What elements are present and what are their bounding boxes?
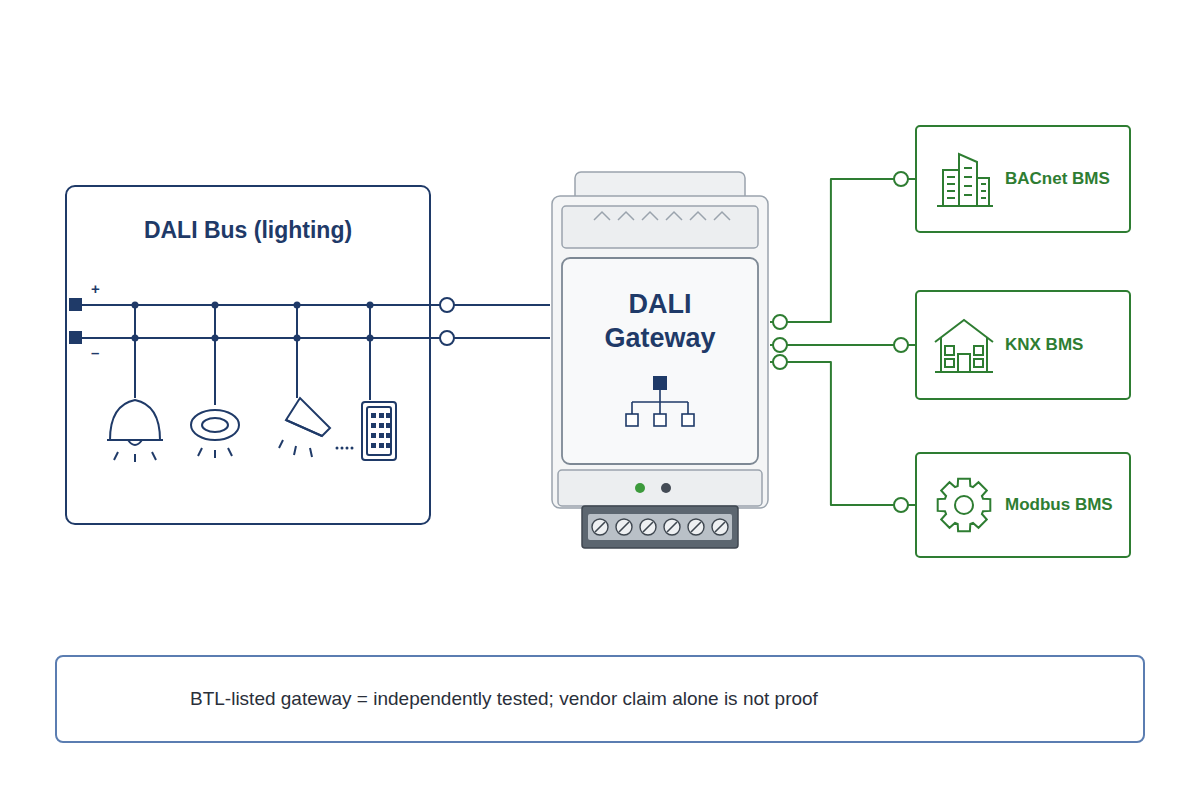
gateway-housing — [550, 170, 770, 550]
bms-label: KNX BMS — [1005, 335, 1083, 355]
connector-wire — [770, 179, 915, 322]
building-icon — [929, 144, 999, 214]
polarity-label: + — [91, 280, 100, 297]
note-box: BTL-listed gateway = independently teste… — [55, 655, 1145, 743]
bms-box: KNX BMS — [915, 290, 1131, 400]
note-text: BTL-listed gateway = independently teste… — [190, 688, 818, 710]
terminal-circle — [894, 172, 908, 186]
bms-label: BACnet BMS — [1005, 169, 1110, 189]
bus-title: DALI Bus (lighting) — [67, 187, 429, 244]
gateway-label: DALI Gateway — [585, 288, 735, 356]
terminal-circle — [773, 338, 787, 352]
terminal-circle — [440, 331, 454, 345]
terminal-circle — [894, 498, 908, 512]
terminal-circle — [894, 338, 908, 352]
gear-icon — [929, 470, 999, 540]
connector-wire — [770, 362, 915, 505]
terminal-circle — [773, 315, 787, 329]
bms-label: Modbus BMS — [1005, 495, 1113, 515]
bms-box: BACnet BMS — [915, 125, 1131, 233]
house-icon — [929, 310, 999, 380]
terminal-circle — [773, 355, 787, 369]
terminal-circle — [440, 298, 454, 312]
bms-box: Modbus BMS — [915, 452, 1131, 558]
polarity-label: – — [91, 344, 99, 361]
gateway-device: DALI Gateway — [550, 170, 770, 550]
bus-box: DALI Bus (lighting) — [65, 185, 431, 525]
